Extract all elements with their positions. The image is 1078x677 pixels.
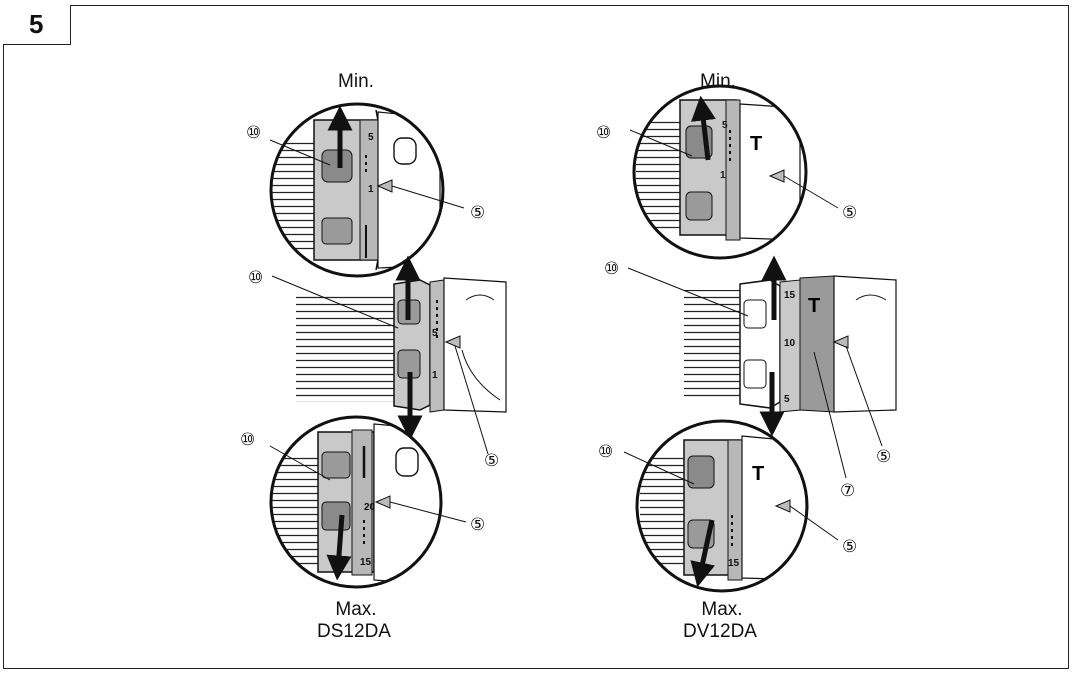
left-max-label: Max. <box>335 599 377 620</box>
ds-mid-detail <box>296 255 507 441</box>
callout-5-ds-top: ⑤ <box>470 203 485 222</box>
dv-top-mark-T: T <box>750 133 762 155</box>
dv-mid-detail <box>684 255 897 437</box>
callout-10-dv-top: ⑩ <box>596 123 611 142</box>
callout-10-ds-bot: ⑩ <box>240 430 255 449</box>
ds-bot-mark-20: 20 <box>364 502 376 513</box>
callout-5-ds-bot: ⑤ <box>470 515 485 534</box>
callout-5-dv-mid: ⑤ <box>876 447 891 466</box>
ds-top-mark-1: 1 <box>368 184 374 195</box>
dv-top-mark-5: 5 <box>722 120 728 131</box>
figure-number: 5 <box>3 5 71 45</box>
dv-max-detail <box>637 421 807 591</box>
ds-bot-mark-15: 15 <box>360 557 372 568</box>
right-max-label: Max. <box>701 599 743 620</box>
dv-bot-mark-15: 15 <box>728 558 740 569</box>
dv-min-detail <box>634 86 806 258</box>
ds-mid-mark-5: 5 <box>432 328 438 339</box>
callout-10-ds-top: ⑩ <box>246 123 261 142</box>
dv-bot-mark-T: T <box>752 463 764 485</box>
ds-mid-mark-1: 1 <box>432 370 438 381</box>
dv-mid-mark-T: T <box>808 295 820 317</box>
ds-top-mark-5: 5 <box>368 132 374 143</box>
callout-5-dv-bot: ⑤ <box>842 537 857 556</box>
dv-mid-mark-10: 10 <box>784 338 796 349</box>
callout-5-dv-top: ⑤ <box>842 203 857 222</box>
dv-top-mark-1: 1 <box>720 170 726 181</box>
callout-10-ds-mid: ⑩ <box>248 268 263 287</box>
callout-10-dv-bot: ⑩ <box>598 442 613 461</box>
ds-min-detail <box>271 104 443 276</box>
left-min-label: Min. <box>338 71 374 92</box>
dv-mid-mark-15: 15 <box>784 290 796 301</box>
figure-frame <box>3 5 1069 669</box>
callout-7-dv-mid: ⑦ <box>840 481 855 500</box>
callout-10-dv-mid: ⑩ <box>604 259 619 278</box>
ds-max-detail <box>271 417 441 587</box>
dv-mid-mark-5: 5 <box>784 394 790 405</box>
right-model-label: DV12DA <box>683 621 757 642</box>
left-model-label: DS12DA <box>317 621 391 642</box>
callout-5-ds-mid: ⑤ <box>484 451 499 470</box>
